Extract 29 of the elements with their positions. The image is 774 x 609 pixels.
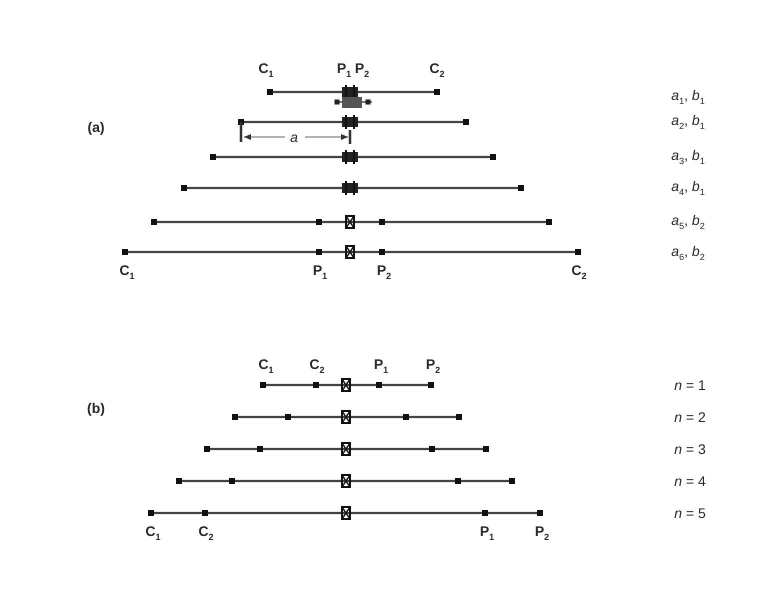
parameter-label: a$_{1}$, b$_{1}$ [671,88,705,106]
point-label: C$_{1}$ [258,357,274,375]
point-label: P$_{1}$ [336,61,352,79]
point-label: C$_{2}$ [429,61,445,79]
point-label: P$_{2}$ [426,357,440,375]
parameter-label: a$_{3}$, b$_{1}$ [671,148,705,166]
parameter-label: n = 5 [674,506,706,520]
point-label: C$_{1}$ [119,263,135,281]
point-label: P$_{1}$ [312,263,328,281]
point-label: C$_{1}$ [145,524,161,542]
point-label: P$_{2}$ [354,61,370,79]
point-label: P$_{1}$ [374,357,388,375]
parameter-label: n = 2 [674,410,706,424]
panel-label: (a) [87,120,105,134]
parameter-label: n = 1 [674,378,706,392]
parameter-label: n = 4 [674,474,706,488]
point-label: C$_{2}$ [198,524,214,542]
point-label: P$_{2}$ [534,524,550,542]
point-label: P$_{1}$ [480,524,494,542]
parameter-label: a$_{5}$, b$_{2}$ [671,213,705,231]
point-label: C$_{2}$ [571,263,587,281]
point-label: C$_{2}$ [309,357,325,375]
point-label: P$_{2}$ [376,263,392,281]
panel-label: (b) [87,401,105,415]
point-label: C$_{1}$ [258,61,274,79]
parameter-label: a$_{4}$, b$_{1}$ [671,179,705,197]
parameter-label: a$_{6}$, b$_{2}$ [671,244,705,262]
parameter-label: n = 3 [674,442,706,456]
parameter-label: a$_{2}$, b$_{1}$ [671,113,705,131]
